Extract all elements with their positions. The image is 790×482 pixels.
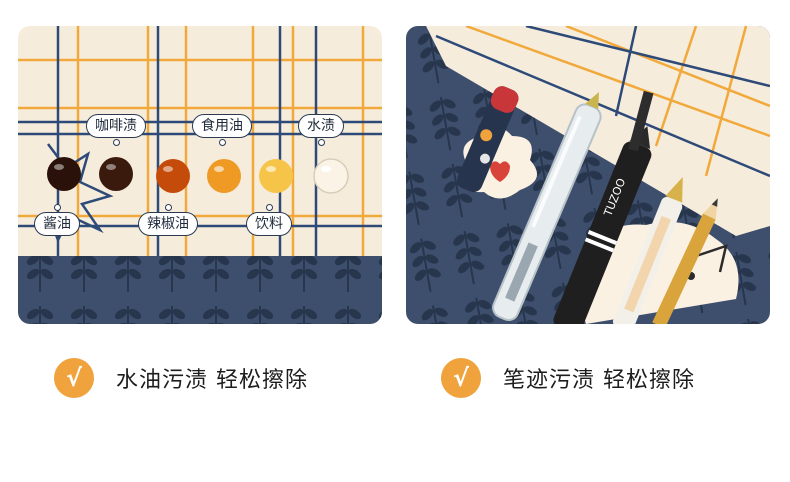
caption-text: 水油污渍 轻松擦除 (116, 368, 308, 393)
label-soy-sauce: 酱油 (34, 204, 80, 236)
label-water-stain: 水渍 (298, 114, 344, 146)
pen-mat-illustration: TUZOO (406, 26, 770, 324)
check-icon: √ (54, 358, 94, 398)
label-cooking-oil: 食用油 (192, 114, 252, 146)
caption-text: 笔迹污渍 轻松擦除 (503, 368, 695, 393)
caption-water-oil: √ 水油污渍 轻松擦除 (54, 356, 308, 400)
stain-demo-image: 咖啡渍 食用油 水渍 酱油 辣椒油 饮料 (18, 26, 382, 324)
caption-pen-marks: √ 笔迹污渍 轻松擦除 (441, 356, 695, 400)
pen-demo-image: TUZOO (406, 26, 770, 324)
label-coffee-stain: 咖啡渍 (86, 114, 146, 146)
grid-mat-illustration (18, 26, 382, 324)
check-icon: √ (441, 358, 481, 398)
label-chili-oil: 辣椒油 (138, 204, 198, 236)
label-beverage: 饮料 (246, 204, 292, 236)
